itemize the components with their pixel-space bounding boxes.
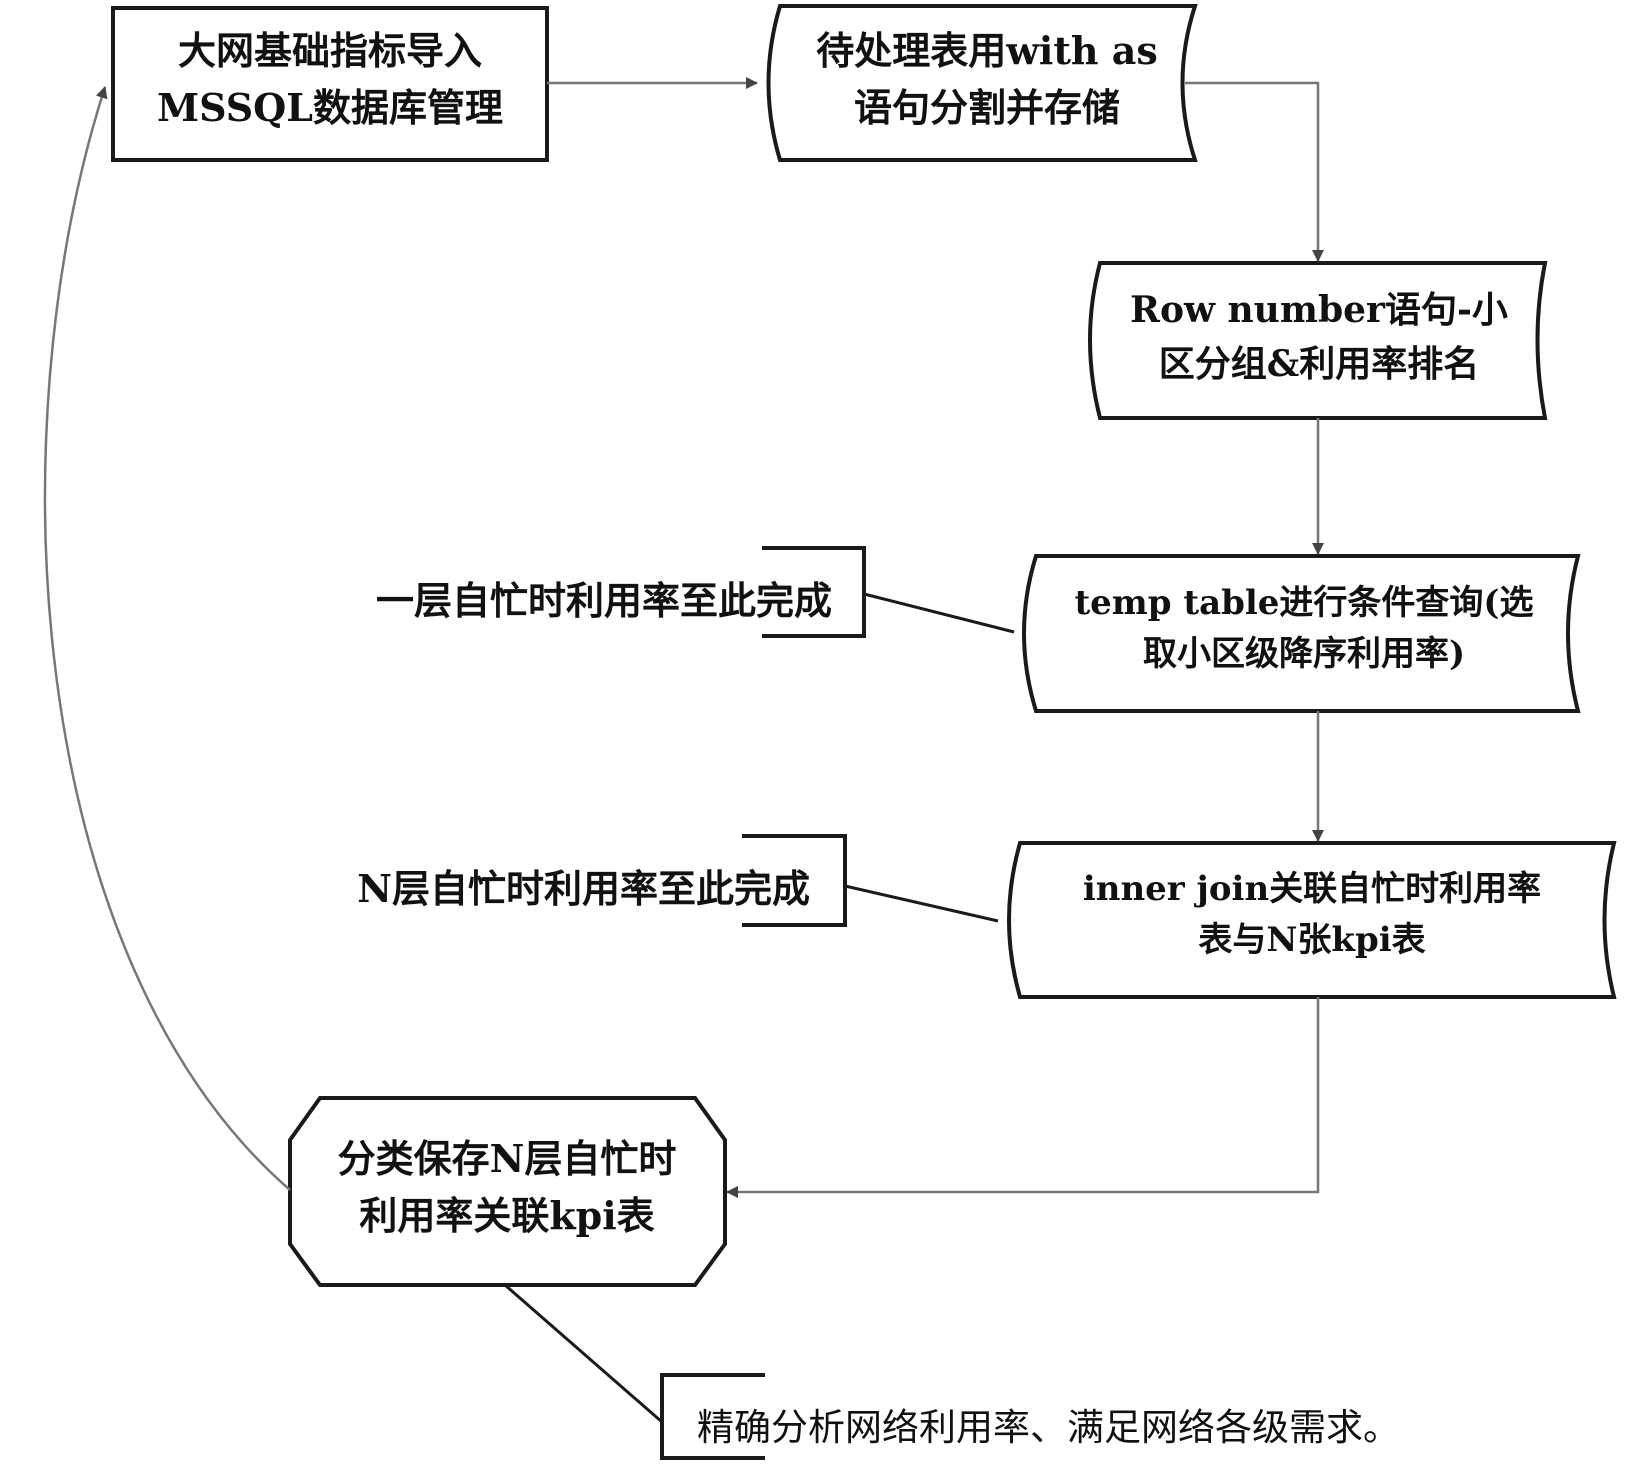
arrow-loop-back-to-import bbox=[45, 87, 290, 1190]
classify-save-node-label: 分类保存N层自忙时 利用率关联kpi表 bbox=[290, 1130, 724, 1244]
layern-connector bbox=[845, 886, 998, 921]
final-goal-connector bbox=[505, 1285, 662, 1422]
arrow-inner-join-to-classify-save bbox=[727, 997, 1318, 1192]
layer1-done-annotation: 一层自忙时利用率至此完成 bbox=[376, 570, 832, 625]
temp-table-node-label: temp table进行条件查询(选 取小区级降序利用率) bbox=[1030, 578, 1578, 680]
layern-done-annotation: N层自忙时利用率至此完成 bbox=[357, 858, 810, 913]
inner-join-node-label: inner join关联自忙时利用率 表与N张kpi表 bbox=[1012, 864, 1612, 966]
import-node-label: 大网基础指标导入 MSSQL数据库管理 bbox=[113, 22, 547, 136]
final-goal-annotation: 精确分析网络利用率、满足网络各级需求。 bbox=[697, 1397, 1400, 1451]
arrow-with-as-to-row-number bbox=[1185, 83, 1318, 261]
with-as-node-label: 待处理表用with as 语句分割并存储 bbox=[778, 22, 1196, 136]
row-number-node-label: Row number语句-小 区分组&利用率排名 bbox=[1094, 283, 1544, 391]
layer1-connector bbox=[864, 594, 1014, 632]
